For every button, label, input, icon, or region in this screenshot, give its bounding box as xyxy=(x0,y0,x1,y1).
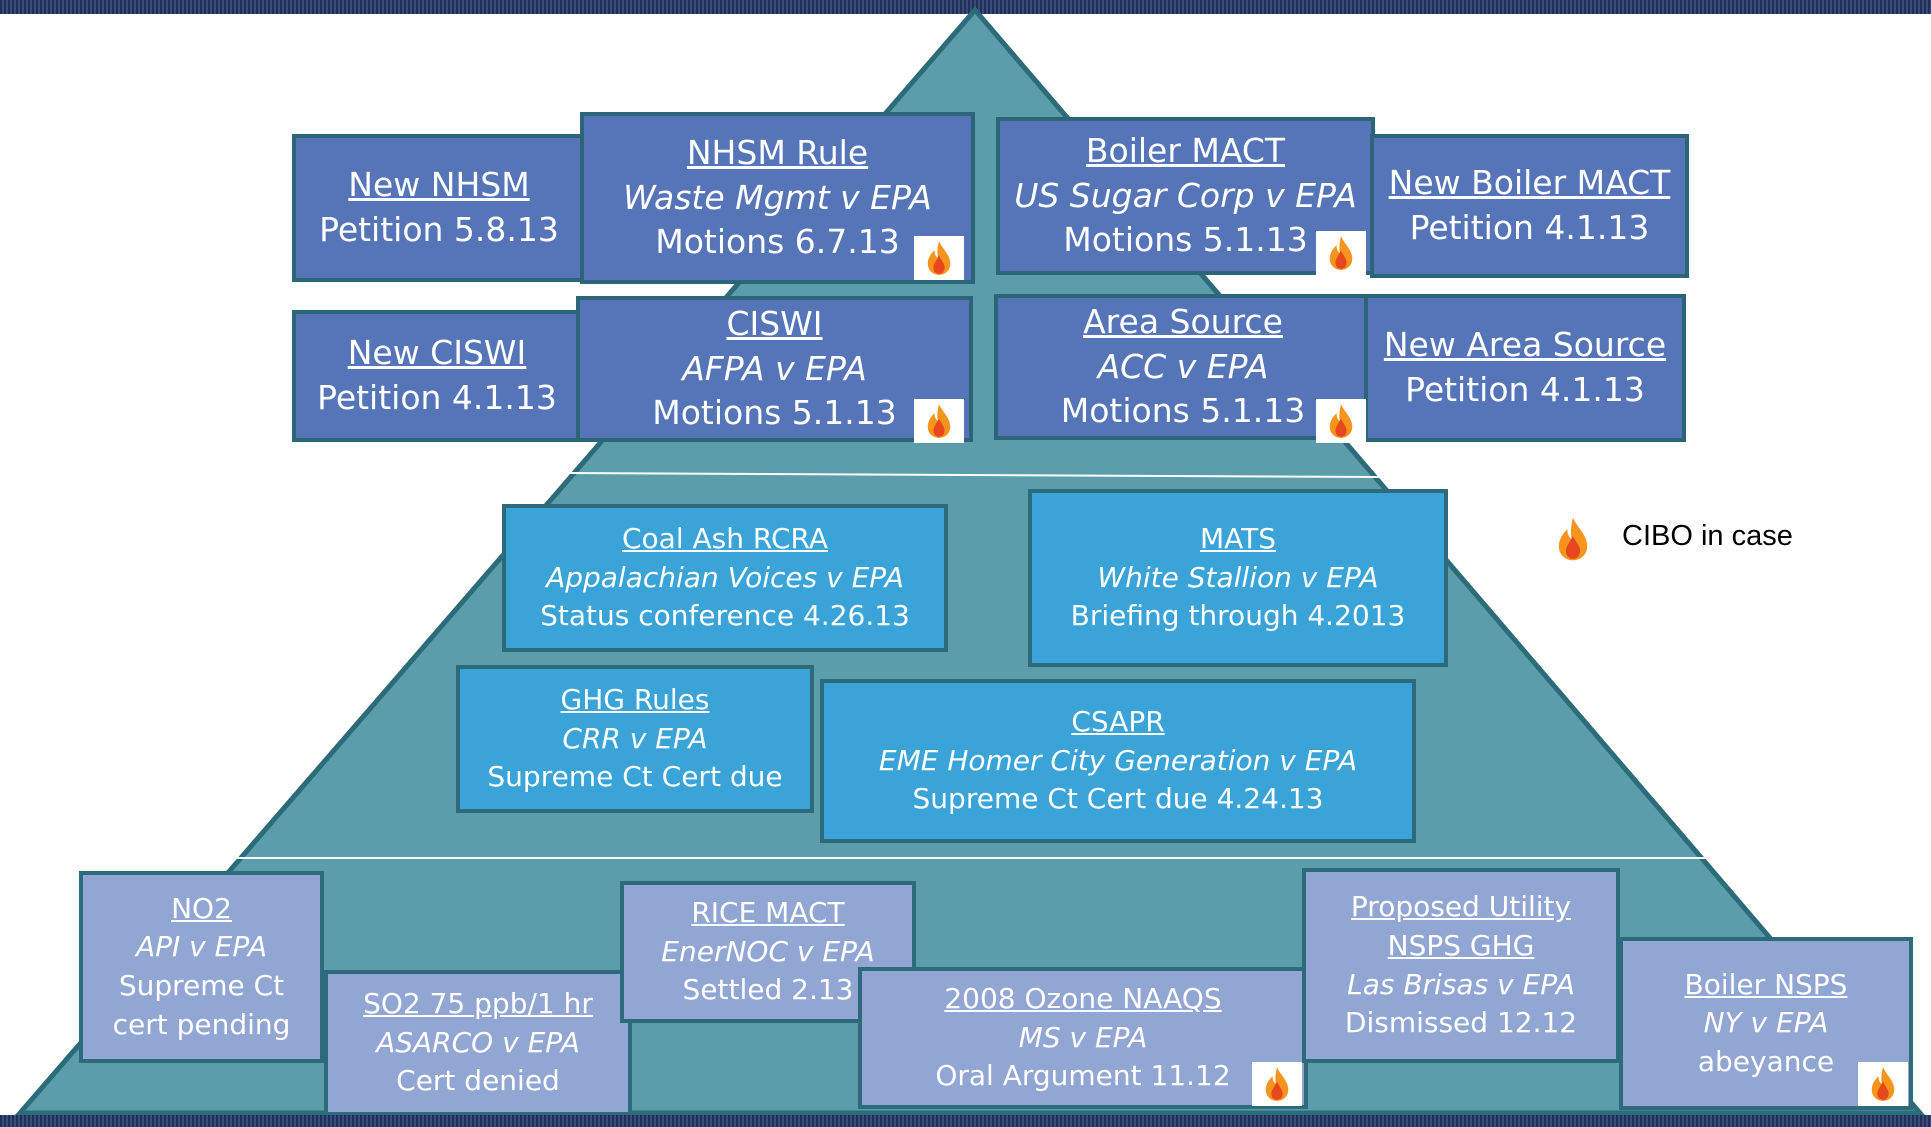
legend-label: CIBO in case xyxy=(1622,520,1793,552)
boiler-nsps-box: Boiler NSPS NY v EPA abeyance xyxy=(1619,937,1913,1110)
mats-box: MATS White Stallion v EPA Briefing throu… xyxy=(1028,489,1448,667)
so2-case: ASARCO v EPA xyxy=(376,1025,580,1059)
area-source-box: Area Source ACC v EPA Motions 5.1.13 xyxy=(994,294,1372,440)
utility-nsps-title-line2: NSPS GHG xyxy=(1387,928,1535,962)
so2-detail: Cert denied xyxy=(396,1064,560,1098)
coal-ash-rcra-title: Coal Ash RCRA xyxy=(622,522,828,556)
bottom-border-bar xyxy=(0,1115,1931,1127)
so2-box: SO2 75 ppb/1 hr ASARCO v EPA Cert denied xyxy=(324,970,632,1116)
mats-detail: Briefing through 4.2013 xyxy=(1070,599,1406,633)
rice-mact-title: RICE MACT xyxy=(691,896,845,930)
utility-nsps-box: Proposed Utility NSPS GHG Las Brisas v E… xyxy=(1302,868,1620,1063)
new-ciswi-box: New CISWI Petition 4.1.13 xyxy=(292,310,582,442)
legend-flame-icon xyxy=(1556,516,1590,562)
nhsm-rule-detail: Motions 6.7.13 xyxy=(655,222,900,262)
flame-icon xyxy=(914,236,964,280)
flame-icon xyxy=(1316,231,1366,275)
no2-detail-line2: cert pending xyxy=(112,1007,291,1041)
csapr-box: CSAPR EME Homer City Generation v EPA Su… xyxy=(820,679,1416,843)
boiler-nsps-case: NY v EPA xyxy=(1703,1006,1829,1040)
new-area-source-detail: Petition 4.1.13 xyxy=(1405,370,1645,409)
new-nhsm-title: New NHSM xyxy=(348,165,530,205)
flame-icon-graphic xyxy=(927,404,951,438)
new-area-source-title: New Area Source xyxy=(1383,325,1667,365)
no2-detail: Supreme Ct xyxy=(118,969,285,1002)
flame-icon-graphic xyxy=(1265,1067,1289,1101)
boiler-mact-case: US Sugar Corp v EPA xyxy=(1014,175,1357,215)
area-source-detail: Motions 5.1.13 xyxy=(1060,391,1306,431)
csapr-title: CSAPR xyxy=(1071,705,1165,739)
nhsm-rule-box: NHSM Rule Waste Mgmt v EPA Motions 6.7.1… xyxy=(580,112,975,284)
ciswi-detail: Motions 5.1.13 xyxy=(652,393,897,433)
new-boiler-mact-box: New Boiler MACT Petition 4.1.13 xyxy=(1370,134,1689,278)
area-source-title: Area Source xyxy=(1083,302,1283,342)
boiler-nsps-detail: abeyance xyxy=(1697,1044,1835,1078)
flame-icon-graphic xyxy=(927,241,951,275)
new-ciswi-title: New CISWI xyxy=(347,333,527,373)
coal-ash-rcra-case: Appalachian Voices v EPA xyxy=(546,560,904,594)
ciswi-case: AFPA v EPA xyxy=(682,348,867,388)
no2-title: NO2 xyxy=(171,891,232,925)
legend-flame-icon-graphic xyxy=(1558,517,1588,561)
flame-icon xyxy=(1252,1062,1302,1106)
new-ciswi-detail: Petition 4.1.13 xyxy=(317,378,557,417)
rice-mact-case: EnerNOC v EPA xyxy=(661,934,875,968)
utility-nsps-detail: Dismissed 12.12 xyxy=(1344,1006,1578,1040)
top-border-bar xyxy=(0,0,1931,14)
ghg-rules-detail: Supreme Ct Cert due xyxy=(487,760,783,794)
tier-divider-upper xyxy=(566,472,1383,478)
csapr-detail: Supreme Ct Cert due 4.24.13 xyxy=(912,782,1324,816)
ozone-naaqs-detail: Oral Argument 11.12 xyxy=(935,1059,1231,1093)
ciswi-box: CISWI AFPA v EPA Motions 5.1.13 xyxy=(576,296,973,442)
nhsm-rule-case: Waste Mgmt v EPA xyxy=(623,177,932,217)
new-boiler-mact-title: New Boiler MACT xyxy=(1388,163,1671,203)
rice-mact-detail: Settled 2.13 xyxy=(682,973,854,1007)
utility-nsps-title: Proposed Utility xyxy=(1350,890,1572,924)
boiler-mact-box: Boiler MACT US Sugar Corp v EPA Motions … xyxy=(996,117,1375,275)
ozone-naaqs-case: MS v EPA xyxy=(1018,1020,1148,1054)
flame-icon xyxy=(1316,399,1366,443)
area-source-case: ACC v EPA xyxy=(1097,346,1269,386)
boiler-mact-title: Boiler MACT xyxy=(1085,131,1286,171)
nhsm-rule-title: NHSM Rule xyxy=(686,133,869,173)
coal-ash-rcra-detail: Status conference 4.26.13 xyxy=(540,599,910,633)
boiler-mact-detail: Motions 5.1.13 xyxy=(1063,220,1308,260)
utility-nsps-case: Las Brisas v EPA xyxy=(1347,967,1575,1001)
mats-case: White Stallion v EPA xyxy=(1097,560,1379,594)
csapr-case: EME Homer City Generation v EPA xyxy=(878,743,1358,777)
new-boiler-mact-detail: Petition 4.1.13 xyxy=(1409,208,1650,247)
so2-title: SO2 75 ppb/1 hr xyxy=(363,987,593,1021)
no2-box: NO2 API v EPA Supreme Ct cert pending xyxy=(79,871,324,1063)
new-nhsm-detail: Petition 5.8.13 xyxy=(319,210,559,249)
coal-ash-rcra-box: Coal Ash RCRA Appalachian Voices v EPA S… xyxy=(502,504,948,652)
flame-icon xyxy=(914,399,964,443)
new-area-source-box: New Area Source Petition 4.1.13 xyxy=(1364,294,1686,442)
ciswi-title: CISWI xyxy=(726,304,823,344)
flame-icon-graphic xyxy=(1329,236,1353,270)
flame-icon-graphic xyxy=(1329,404,1353,438)
no2-case: API v EPA xyxy=(135,930,267,964)
new-nhsm-box: New NHSM Petition 5.8.13 xyxy=(292,134,586,282)
ghg-rules-box: GHG Rules CRR v EPA Supreme Ct Cert due xyxy=(456,665,814,813)
ghg-rules-title: GHG Rules xyxy=(560,683,710,717)
mats-title: MATS xyxy=(1199,522,1276,556)
flame-icon-graphic xyxy=(1871,1067,1895,1101)
flame-icon xyxy=(1858,1062,1908,1106)
ozone-naaqs-title: 2008 Ozone NAAQS xyxy=(944,982,1222,1016)
ghg-rules-case: CRR v EPA xyxy=(562,721,708,755)
ozone-naaqs-box: 2008 Ozone NAAQS MS v EPA Oral Argument … xyxy=(858,967,1308,1109)
boiler-nsps-title: Boiler NSPS xyxy=(1684,967,1848,1001)
